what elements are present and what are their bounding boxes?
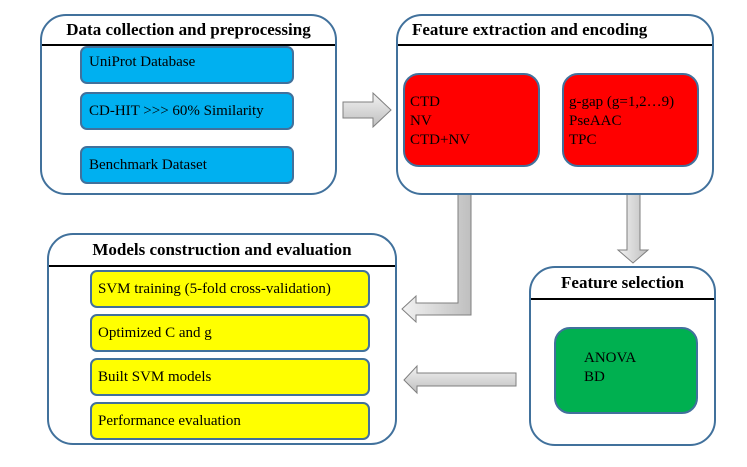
- selection-item: ANOVA: [584, 350, 637, 366]
- step-performance: Performance evaluation: [90, 402, 370, 440]
- feature-item: CTD+NV: [410, 132, 471, 148]
- selection-methods: ANOVA BD: [554, 327, 698, 414]
- feature-item: CTD: [410, 94, 440, 110]
- feature-item: PseAAC: [569, 113, 622, 129]
- feature-item: NV: [410, 113, 432, 129]
- step-svm-training: SVM training (5-fold cross-validation): [90, 270, 370, 308]
- feature-group-ggap: g-gap (g=1,2…9) PseAAC TPC: [562, 73, 699, 167]
- feature-group-ctd: CTD NV CTD+NV: [403, 73, 540, 167]
- step-cdhit: CD-HIT >>> 60% Similarity: [80, 92, 294, 130]
- panel-title: Feature extraction and encoding: [398, 16, 712, 46]
- panel-title: Data collection and preprocessing: [42, 16, 335, 46]
- step-benchmark: Benchmark Dataset: [80, 146, 294, 184]
- selection-item: BD: [584, 369, 605, 385]
- step-uniprot: UniProt Database: [80, 46, 294, 84]
- arrow-right-icon: [342, 91, 392, 129]
- arrow-left-icon: [403, 364, 517, 395]
- feature-item: g-gap (g=1,2…9): [569, 94, 675, 110]
- feature-item: TPC: [569, 132, 597, 148]
- panel-title: Models construction and evaluation: [49, 235, 395, 267]
- panel-title: Feature selection: [531, 268, 714, 300]
- step-optimized: Optimized C and g: [90, 314, 370, 352]
- step-built-models: Built SVM models: [90, 358, 370, 396]
